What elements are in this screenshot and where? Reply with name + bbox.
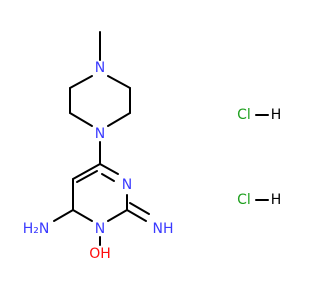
bond-pip-1 [69,75,93,89]
atom-n-piperazine: N [95,126,105,142]
bond-pip-4 [107,112,131,127]
atom-n-ring-bottom: N [95,221,105,237]
salt-1-cl: Cl [237,107,251,123]
bond-c6-c5 [72,163,101,180]
bond-c4-n3 [72,209,93,222]
atom-amino: H₂N [23,221,50,237]
bond-n3-c2 [107,209,128,222]
bond-n1-c6-double [101,173,115,182]
atom-hydroxyl: OH [89,246,111,262]
bond-c2-imino-double [129,202,150,215]
atom-n-methyl: N [95,60,105,76]
atom-n-ring-top: N [122,177,132,193]
salt-1-h: H [271,107,282,123]
bond-n1-c6 [99,163,119,175]
bonds [53,31,269,246]
bond-c6-c5-double [76,170,98,183]
molecule-drawing: N N N N H₂N NH OH Cl H Cl H [23,31,281,262]
salt-2-h: H [271,192,282,208]
atom-labels: N N N N H₂N NH OH [23,60,174,262]
bond-pip-6 [107,75,131,89]
bond-c4-amino [53,209,74,222]
salt-2-cl: Cl [237,192,251,208]
bond-pip-3 [69,112,93,127]
bond-c2-imino [126,209,147,222]
salt-hcl-2: Cl H [237,192,281,208]
structure-canvas: N N N N H₂N NH OH Cl H Cl H [22,31,282,262]
atom-imino: NH [153,221,174,237]
salt-hcl-1: Cl H [237,107,281,123]
